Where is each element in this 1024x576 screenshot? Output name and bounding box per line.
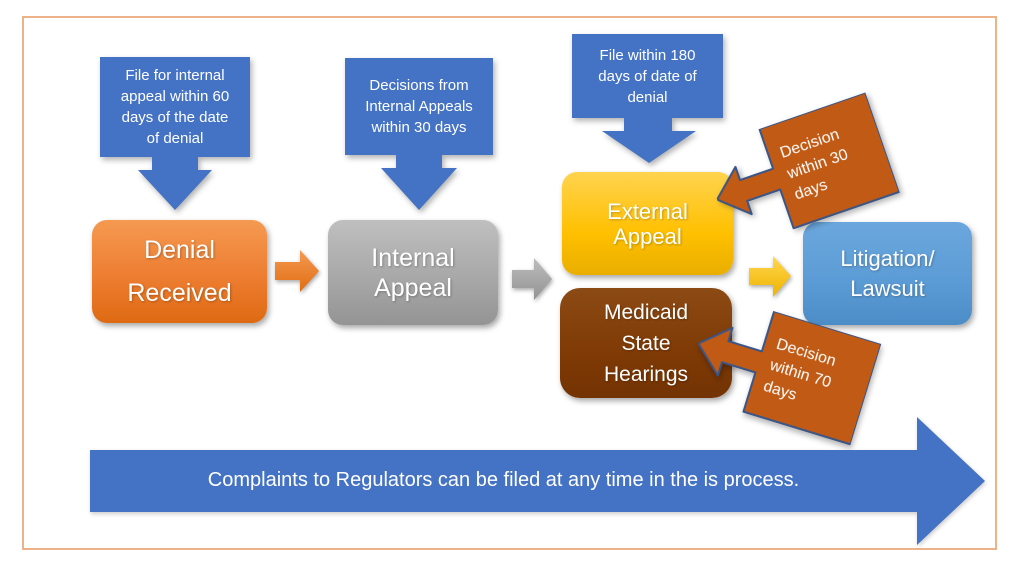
node-label-line: Appeal (613, 223, 682, 249)
callout-decision-70-days: Decision within 70 days (682, 293, 882, 449)
callout-line: Internal Appeals (365, 98, 473, 115)
callout-line: days of the date (121, 109, 229, 126)
node-label-line: Hearings (603, 362, 689, 386)
node-label-line: State (621, 331, 671, 355)
node-label-line: Received (127, 279, 232, 307)
left-arrow-callout-icon (716, 92, 901, 230)
node-denial-received: Denial Received (92, 220, 267, 323)
banner-label: Complaints to Regulators can be filed at… (207, 469, 800, 491)
banner-complaints-arrow (88, 415, 988, 547)
node-external-appeal: External Appeal (562, 172, 733, 275)
callout-line: of denial (146, 130, 204, 147)
callout-decision-30-days: Decision within 30 days (700, 92, 901, 254)
node-internal-appeal: Internal Appeal (328, 220, 498, 325)
callout-line: appeal within 60 (120, 88, 230, 105)
callout-line: denial (627, 88, 668, 106)
callout-file-180: File within 180 days of date of denial (572, 34, 724, 163)
left-arrow-callout-icon (697, 310, 882, 446)
callout-line: within 30 days (371, 119, 467, 136)
down-arrow-callout-icon (572, 34, 723, 163)
down-arrow-callout-icon (345, 58, 493, 210)
node-litigation-lawsuit: Litigation/ Lawsuit (803, 222, 972, 325)
right-arrow-gray-icon (512, 258, 552, 300)
node-label-line: Appeal (374, 273, 452, 302)
callout-line: Decisions from (369, 77, 469, 94)
callout-file-180-text: File within 180 days of date of denial (572, 34, 723, 118)
callout-decisions-internal-text: Decisions from Internal Appeals within 3… (345, 58, 493, 155)
node-medicaid-state-hearings: Medicaid State Hearings (560, 288, 732, 398)
node-label-line: Internal (371, 243, 455, 272)
callout-file-internal-appeal: File for internal appeal within 60 days … (100, 57, 250, 212)
right-arrow-orange-icon (275, 250, 319, 292)
callout-decisions-internal: Decisions from Internal Appeals within 3… (345, 58, 493, 210)
right-arrow-yellow-icon (749, 256, 791, 297)
banner-complaints-text: Complaints to Regulators can be filed at… (90, 449, 917, 512)
node-label-line: External (607, 198, 688, 224)
node-label-line: Lawsuit (850, 275, 925, 301)
node-label-line: Litigation/ (840, 245, 935, 271)
callout-line: days of date of (598, 67, 697, 85)
callout-file-internal-appeal-text: File for internal appeal within 60 days … (100, 57, 250, 157)
node-label-line: Denial (144, 236, 215, 264)
callout-line: File for internal (125, 67, 225, 84)
down-arrow-callout-icon (100, 57, 250, 210)
callout-line: File within 180 (599, 46, 696, 64)
long-right-arrow-icon (90, 417, 985, 545)
node-label-line: Medicaid (603, 300, 689, 324)
